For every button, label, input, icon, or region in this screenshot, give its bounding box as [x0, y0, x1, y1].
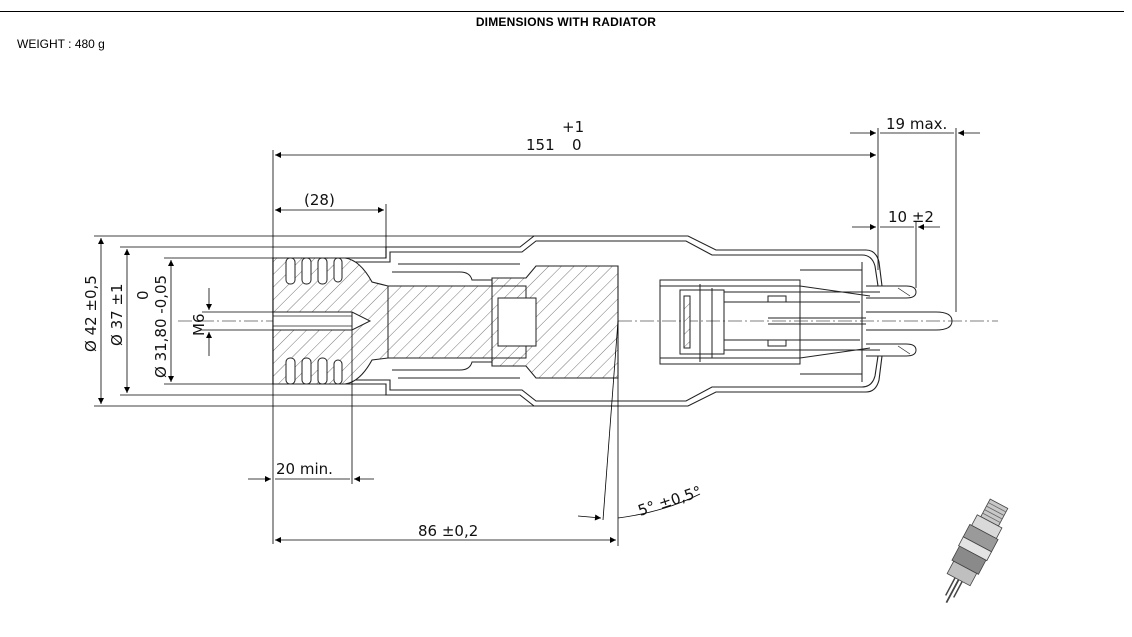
dim-thread-depth-value: (28) — [304, 191, 335, 209]
dim-dia-inner: Ø 31,80 -0,05 — [152, 275, 170, 378]
dim-angle-value: 5° ±0,5° — [636, 482, 704, 519]
dim-pin-value: 10 ±2 — [888, 208, 934, 226]
radiator-fins — [285, 257, 343, 385]
dim-overall-value: 151 — [526, 136, 555, 154]
base-assembly — [659, 262, 880, 382]
weight-separator: : — [68, 37, 72, 51]
tube-thumbnail — [945, 498, 1009, 604]
dim-ref-value: 86 ±0,2 — [418, 522, 478, 540]
flange-details — [387, 263, 537, 379]
dim-angle — [577, 320, 701, 521]
dim-overall — [272, 128, 879, 544]
dim-tail — [850, 128, 980, 312]
dim-overall-tol-upper: +1 — [562, 118, 584, 136]
dim-overall-tol-lower: 0 — [572, 136, 582, 154]
weight-caption: WEIGHT — [17, 37, 65, 51]
dim-thread-size: M6 — [190, 314, 208, 337]
weight-value: 480 g — [74, 37, 105, 51]
dim-min — [248, 330, 374, 484]
dim-min-value: 20 min. — [276, 460, 333, 478]
connector-pins — [866, 285, 953, 357]
dim-dia-inner-tol: 0 — [134, 290, 152, 300]
dim-diameters — [94, 235, 534, 407]
dim-thread-depth — [275, 204, 387, 258]
page-title: DIMENSIONS WITH RADIATOR — [475, 15, 657, 29]
weight-label: WEIGHT : 480 g — [17, 37, 105, 51]
threaded-bore — [272, 311, 372, 331]
dim-dia-mid: Ø 37 ±1 — [108, 283, 126, 346]
dim-pin — [852, 222, 940, 288]
title-rule — [0, 11, 1124, 12]
dim-dia-outer: Ø 42 ±0,5 — [82, 275, 100, 352]
dim-tail-value: 19 max. — [886, 115, 947, 133]
